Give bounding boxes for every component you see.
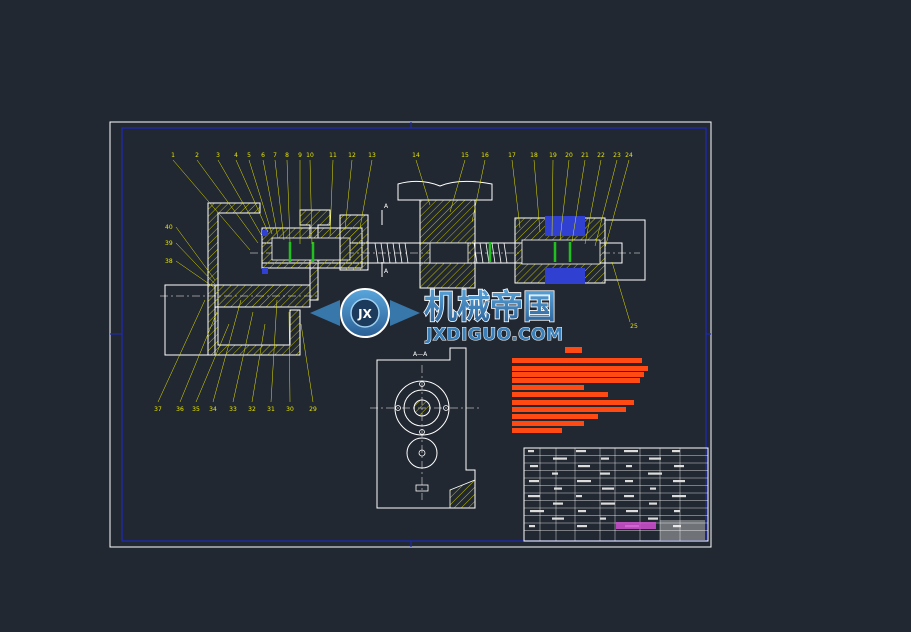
note-line — [512, 372, 644, 377]
part-number-label: 6 — [261, 152, 265, 159]
note-line — [512, 385, 584, 390]
part-number-label: 38 — [165, 258, 173, 265]
part-number-label: 40 — [165, 224, 173, 231]
note-line — [512, 366, 648, 371]
part-number-label: 12 — [348, 152, 356, 159]
right-seals — [488, 242, 572, 262]
part-number-label: 7 — [273, 152, 277, 159]
left-bearings — [262, 230, 268, 274]
left-flange — [339, 214, 369, 271]
part-number-label: 19 — [549, 152, 557, 159]
part-number-label: 33 — [229, 406, 237, 413]
note-line — [512, 414, 598, 419]
title-name-box — [660, 520, 705, 540]
left-inner-bore — [271, 237, 351, 261]
right-bearings — [545, 216, 585, 284]
part-number-label: 25 — [630, 323, 638, 330]
title-block — [523, 447, 709, 542]
part-number-label: 10 — [306, 152, 314, 159]
part-number-label: 31 — [267, 406, 275, 413]
left-housing — [207, 202, 301, 356]
handle — [397, 180, 493, 201]
title-accent — [616, 522, 656, 529]
part-number-label: 1 — [171, 152, 175, 159]
part-number-label: 32 — [248, 406, 256, 413]
note-line — [512, 358, 642, 363]
part-number-label: 4 — [234, 152, 238, 159]
note-line — [512, 407, 626, 412]
watermark-url: JXDIGUO.COM — [425, 325, 564, 345]
notes-heading — [565, 347, 582, 353]
right-housing-bore — [521, 239, 601, 265]
part-number-label: 37 — [154, 406, 162, 413]
part-number-label: 30 — [286, 406, 294, 413]
svg-text:A: A — [384, 203, 389, 210]
part-number-label: 21 — [581, 152, 589, 159]
note-line — [512, 428, 562, 433]
part-number-label: 8 — [285, 152, 289, 159]
end-cap — [604, 219, 646, 281]
part-number-label: 11 — [329, 152, 337, 159]
section-flange-outer — [394, 380, 450, 436]
part-number-label: 29 — [309, 406, 317, 413]
part-number-label: 22 — [597, 152, 605, 159]
svg-text:A: A — [384, 268, 389, 275]
part-number-label: 36 — [176, 406, 184, 413]
part-number-label: 18 — [530, 152, 538, 159]
part-number-label: 5 — [247, 152, 251, 159]
part-number-label: 2 — [195, 152, 199, 159]
left-seals — [288, 242, 315, 262]
watermark-logo: JX 机械帝国 JXDIGUO.COM — [310, 286, 564, 346]
part-number-label: 17 — [508, 152, 516, 159]
part-number-label: 15 — [461, 152, 469, 159]
note-line — [512, 392, 608, 397]
note-line — [512, 378, 640, 383]
part-number-label: 16 — [481, 152, 489, 159]
watermark-title-cn: 机械帝国 — [424, 287, 556, 326]
slide-nut-bore — [429, 242, 469, 264]
section-outline — [376, 347, 476, 509]
section-marker-top: A — [381, 203, 389, 225]
sheet-border — [109, 121, 712, 548]
part-number-label: 20 — [565, 152, 573, 159]
part-number-label: 9 — [298, 152, 302, 159]
note-line — [512, 400, 634, 405]
main-assembly-view: A A — [160, 180, 646, 356]
part-number-label: 13 — [368, 152, 376, 159]
part-number-label: 24 — [625, 152, 633, 159]
center-marks — [110, 122, 711, 547]
part-number-label: 34 — [209, 406, 217, 413]
motor-body — [164, 284, 216, 356]
part-number-label: 35 — [192, 406, 200, 413]
section-lower-wheel — [406, 437, 438, 469]
note-line — [512, 421, 584, 426]
section-marker-bottom: A — [381, 262, 389, 277]
section-label: A—A — [413, 351, 428, 358]
part-number-label: 23 — [613, 152, 621, 159]
gear-emblem-icon: JX — [310, 288, 420, 338]
part-number-label: 14 — [412, 152, 420, 159]
part-number-label: 3 — [216, 152, 220, 159]
part-number-label: 39 — [165, 240, 173, 247]
technical-notes — [512, 347, 648, 433]
section-view-a-a: A—A — [370, 347, 480, 509]
svg-text:JX: JX — [357, 307, 372, 321]
